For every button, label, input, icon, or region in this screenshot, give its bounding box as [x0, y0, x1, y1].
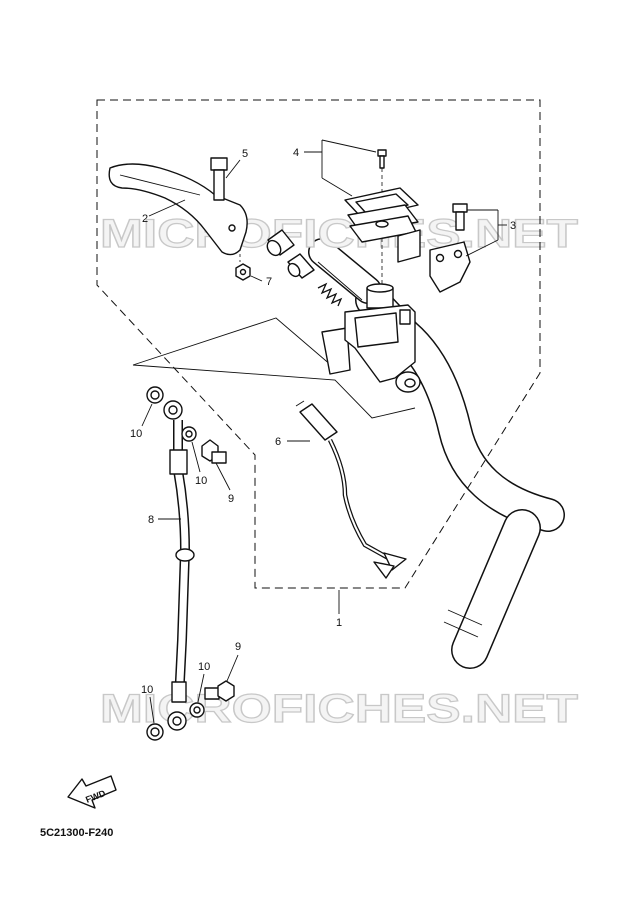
- washer-inner: [150, 390, 160, 400]
- leader-line-7: [250, 275, 263, 282]
- union-bolt-head: [217, 680, 235, 702]
- callout-10: 10: [141, 684, 153, 696]
- body-outlet-hole: [404, 378, 416, 388]
- leader-line-10: [141, 403, 153, 427]
- bolt-shank: [213, 169, 225, 201]
- lever-body: [108, 163, 248, 256]
- leader-line-2: [148, 199, 186, 217]
- union-bolt-thread: [211, 451, 227, 464]
- reservoir-bracket: [397, 229, 421, 263]
- fwd-arrow-icon: FWD: [67, 775, 117, 809]
- guide-line: [132, 317, 333, 367]
- callout-8: 8: [148, 514, 154, 526]
- watermark-upper: MICROFICHES.NET: [100, 212, 578, 256]
- hose-grommet: [175, 548, 195, 562]
- lever-edge-line: [119, 174, 201, 196]
- body-reservoir-opening: [354, 312, 399, 348]
- fork-band-line: [443, 621, 479, 638]
- callout-4: 4: [293, 147, 299, 159]
- fork-leg-fill: [452, 510, 540, 668]
- callout-labels: 5 2 4 3 7 6 10 10 9 8 1 9 10 10: [130, 147, 516, 696]
- switch-body: [299, 403, 338, 441]
- reservoir-cap-recess: [355, 193, 409, 214]
- brake-lever: [108, 163, 248, 256]
- copper-washer: [146, 386, 164, 404]
- body-clamp-face: [321, 327, 351, 375]
- washer-inner: [150, 727, 160, 737]
- piston-spring: [317, 282, 343, 307]
- grip-shade-line: [317, 261, 363, 301]
- wire-terminal: [373, 561, 395, 579]
- guide-line: [132, 364, 416, 419]
- lever-pivot-bolt: [210, 157, 228, 201]
- leader-line-10: [191, 441, 201, 473]
- master-cylinder-body: [321, 283, 421, 393]
- washer-inner: [185, 430, 193, 438]
- switch-wire-outline: [327, 438, 394, 562]
- bolt-head: [210, 157, 228, 171]
- holder-hole: [453, 249, 463, 259]
- union-bolt: [201, 439, 227, 464]
- brake-light-switch: [295, 400, 407, 579]
- master-cylinder-holder: [429, 203, 471, 293]
- assembly-dashed-outline: [96, 99, 541, 589]
- lever-pivot-hole: [228, 224, 236, 232]
- cap-screw-shank: [379, 155, 385, 169]
- fork-band-line: [447, 609, 483, 626]
- leader-line-4: [321, 139, 377, 153]
- nut-hole: [239, 268, 247, 276]
- reservoir-spout-top: [366, 283, 394, 293]
- callout-1: 1: [336, 617, 342, 629]
- holder-bolt-head: [452, 203, 468, 213]
- cap-screw-head: [377, 149, 387, 157]
- union-bolt: [204, 680, 235, 702]
- leader-lines: [141, 139, 507, 724]
- callout-7: 7: [266, 276, 272, 288]
- hose-banjo-hole: [172, 716, 182, 726]
- holder-hole: [435, 253, 445, 263]
- leader-line-3: [465, 239, 499, 257]
- leader-line-5: [225, 159, 241, 179]
- copper-washer: [189, 702, 205, 718]
- leader-line-9: [215, 462, 231, 491]
- wire-terminal: [383, 552, 407, 571]
- union-bolt-thread: [204, 687, 220, 700]
- leader-line-10: [149, 696, 155, 724]
- callout-10: 10: [130, 428, 142, 440]
- copper-washer: [181, 426, 197, 442]
- callout-3: 3: [510, 220, 516, 232]
- hose-banjo-hole: [168, 405, 178, 415]
- copper-washer: [146, 723, 164, 741]
- piston-end: [287, 262, 301, 278]
- handlebar-fill: [356, 284, 564, 531]
- body-mount-boss: [399, 309, 411, 325]
- callout-2: 2: [142, 213, 148, 225]
- reservoir-cap-assembly: [344, 149, 421, 263]
- brake-hose: [163, 400, 195, 731]
- piston-kit: [266, 229, 343, 307]
- hose-fitting-upper: [169, 449, 188, 475]
- diaphragm-hole: [375, 220, 389, 228]
- callout-9: 9: [235, 641, 241, 653]
- fwd-arrow-shape: [67, 775, 117, 809]
- callout-10: 10: [198, 661, 210, 673]
- grip-fill: [309, 239, 381, 303]
- piston-boot-end: [266, 239, 282, 257]
- callout-5: 5: [242, 148, 248, 160]
- leader-line-10: [197, 673, 205, 703]
- leader-line-9: [226, 654, 239, 682]
- callout-9: 9: [228, 493, 234, 505]
- callout-6: 6: [275, 436, 281, 448]
- handlebar: [308, 238, 565, 669]
- diagram-part-code: 5C21300-F240: [40, 827, 113, 839]
- holder-bolt-shank: [455, 211, 465, 231]
- leader-line-4: [321, 177, 353, 197]
- hose-fitting-lower: [171, 681, 187, 703]
- switch-wire-fill: [329, 439, 393, 561]
- callout-10: 10: [195, 475, 207, 487]
- holder-clamp: [429, 241, 471, 293]
- switch-pin: [295, 400, 305, 407]
- washer-inner: [193, 706, 201, 714]
